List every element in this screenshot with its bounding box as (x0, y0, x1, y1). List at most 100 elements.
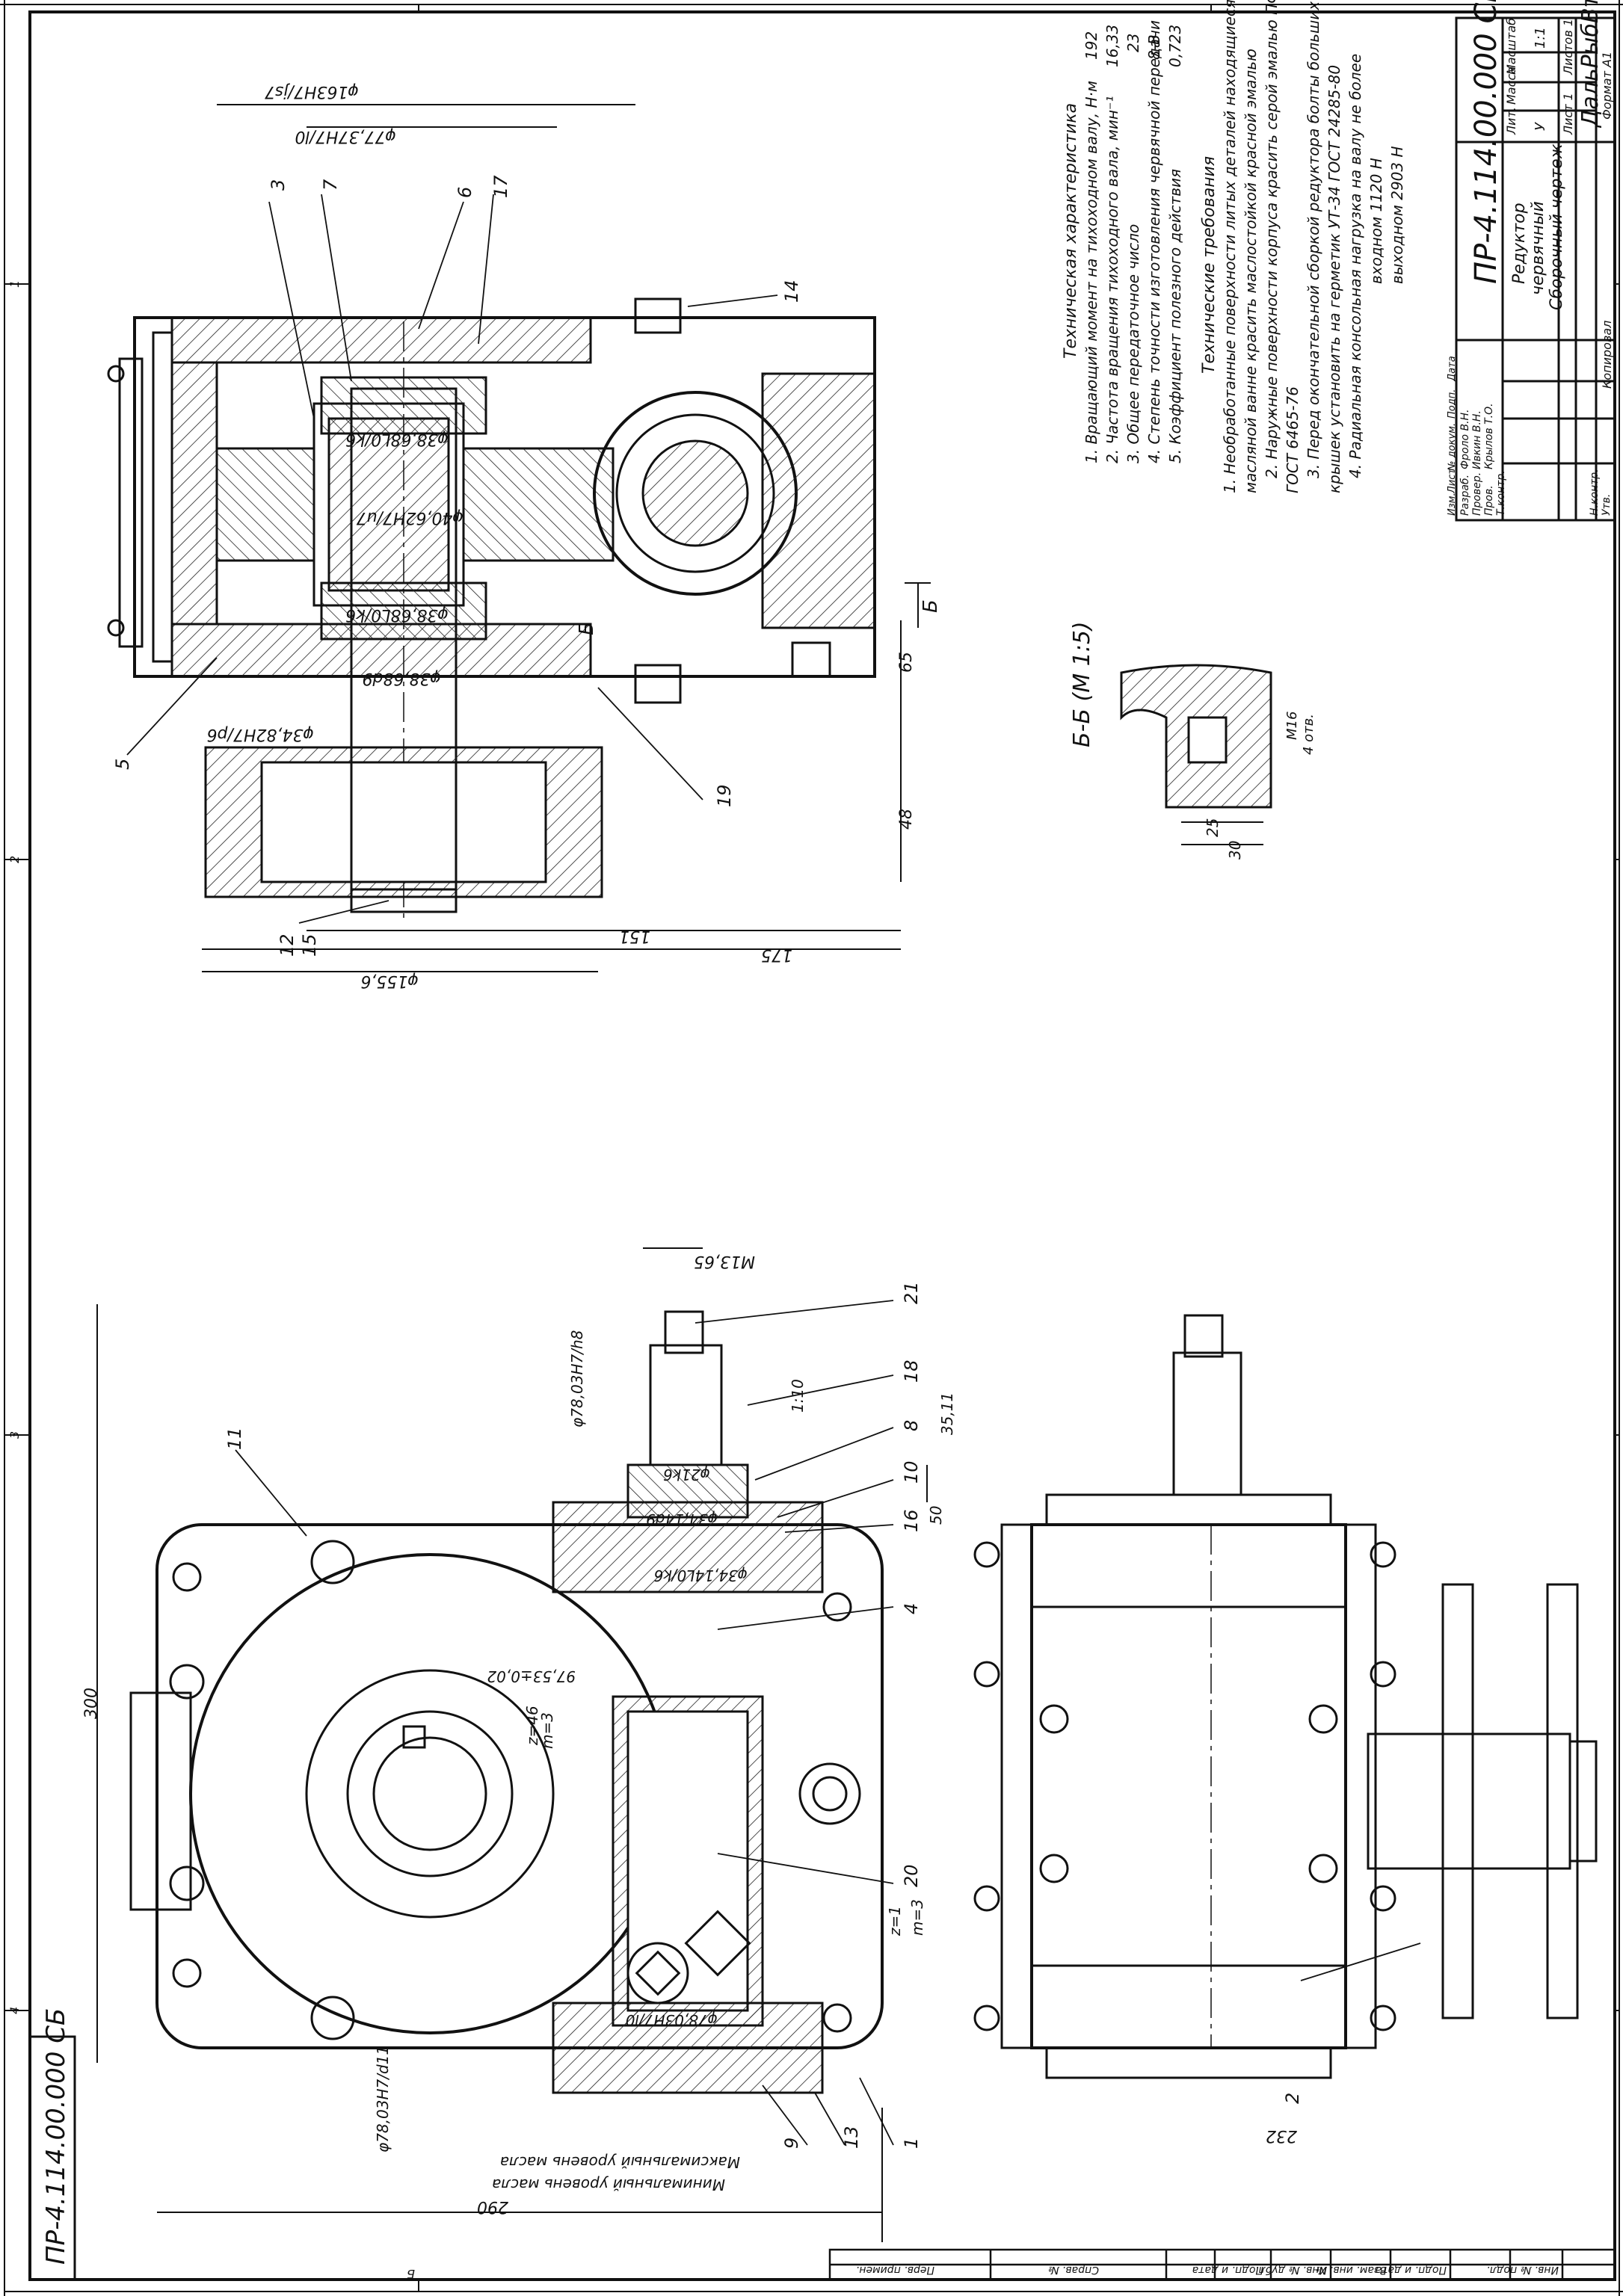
format-label: Формат А1 (1600, 51, 1614, 120)
person-role-5: Н.контр. (1589, 469, 1601, 516)
title-line-3: Сборочный чертеж (1547, 144, 1566, 310)
header-litera: Лит. (1504, 107, 1518, 135)
tech-req-3: 2. Наружные поверхности корпуса красить … (1263, 0, 1281, 478)
strip-label-7: Инв. № подл. (1486, 2264, 1559, 2276)
dim-bottom-12: φ78,03H7/d11 (374, 2045, 392, 2152)
dim-top-7: φ34,82H7/p6 (206, 725, 314, 744)
callout-19: 19 (714, 784, 735, 807)
side-view-bolts (973, 1541, 1396, 2031)
callout-21: 21 (901, 1281, 922, 1304)
callout-13: 13 (841, 2126, 862, 2149)
sheet-number: Лист 1 (1561, 93, 1575, 135)
tech-char-3: 3. Общее передаточное число (1124, 223, 1142, 463)
side-view (973, 1314, 1598, 2079)
block-role-5: Дата (1447, 356, 1458, 381)
scale-value: 1:1 (1533, 27, 1548, 49)
dim-top-8: φ155,6 (360, 972, 419, 990)
person-role-3: Пров. (1483, 485, 1495, 516)
dim-bottom-8: m=3 (538, 1712, 556, 1749)
margin-designation-box (28, 2035, 76, 2281)
block-role-2: Лист (1447, 469, 1458, 493)
block-role-4: Подп. (1447, 389, 1458, 419)
dim-top-12: 175 (761, 945, 792, 964)
person-role-1: Разраб. (1459, 474, 1471, 516)
callout-18: 18 (901, 1360, 922, 1383)
callout-20: 20 (901, 1864, 922, 1887)
callout-2: 2 (1282, 2092, 1303, 2104)
dim-bottom-17: 290 (477, 2197, 508, 2216)
dim-bottom-18: 232 (1266, 2126, 1297, 2145)
dim-bottom-3: φ21k6 (663, 1466, 710, 1484)
title-line-1: Редуктор (1510, 203, 1529, 284)
section-mark-1: Б (576, 622, 598, 635)
dim-top-10: 48 (897, 809, 916, 830)
callout-3: 3 (268, 179, 289, 191)
zone-2: 2 (7, 855, 22, 863)
callout-17: 17 (490, 175, 511, 198)
section-b-detail (1120, 664, 1272, 845)
callout-11: 11 (224, 1427, 245, 1450)
margin-designation: ПР-4.114.00.000 СБ (41, 2008, 71, 2265)
callout-4: 4 (901, 1602, 922, 1614)
strip-label-1: Перв. примен. (855, 2264, 934, 2276)
dim-bottom-15: 1:10 (789, 1379, 807, 1413)
tech-char-2: 2. Частота вращения тихоходного вала, ми… (1103, 96, 1121, 463)
callout-15: 15 (299, 933, 320, 957)
tech-char-value-4: 8-В (1145, 34, 1163, 60)
person-role-6: Утв. (1601, 493, 1613, 516)
dim-top-3: φ40,62H7/u7 (356, 508, 464, 527)
top-dimension-lines (202, 104, 931, 972)
tech-req-5: 3. Перед окончательной сборкой редуктора… (1305, 1, 1322, 478)
tech-req-6: крышек установить на герметик УТ-34 ГОСТ… (1325, 64, 1343, 493)
zone-1: 1 (7, 280, 22, 288)
dim-top-5: φ38,68L0/k6 (345, 605, 449, 624)
oil-level-max: Максимальный уровень масла (499, 2153, 740, 2171)
dim-bottom-1: М13,65 (694, 1252, 755, 1271)
tech-req-7: 4. Радиальная консольная нагрузка на вал… (1346, 53, 1364, 478)
tech-char-value-3: 23 (1124, 33, 1142, 52)
bottom-archive-strip (828, 2248, 1616, 2281)
tech-char-value-2: 16,33 (1103, 24, 1121, 67)
strip-label-2: Справ. № (1047, 2264, 1099, 2276)
tech-req-1: 1. Необработанные поверхности литых дета… (1221, 0, 1239, 493)
tech-char-value-5: 0,723 (1166, 24, 1184, 67)
block-role-1: Изм. (1447, 493, 1458, 516)
tech-char-value-1: 192 (1082, 31, 1100, 60)
dim-bottom-16: 300 (82, 1688, 101, 1719)
person-role-4: Т.контр. (1495, 470, 1507, 516)
callout-12: 12 (277, 933, 298, 957)
litera-value: У (1533, 123, 1548, 131)
callout-7: 7 (320, 179, 341, 191)
section-mark-2: Б (920, 599, 942, 613)
dim-top-2: φ77,37H7/l0 (295, 127, 396, 146)
person-name-1: Фроло В.Н. (1459, 409, 1471, 470)
strip-label-3: Подп. и дата (1192, 2264, 1263, 2276)
dim-bottom-10: m=3 (908, 1899, 926, 1936)
callout-10: 10 (901, 1460, 922, 1484)
front-view (129, 1310, 884, 2094)
section-thread: М16 (1284, 711, 1300, 740)
title-block (1455, 16, 1616, 522)
tech-char-1: 1. Вращающий момент на тихоходном валу, … (1082, 81, 1100, 463)
section-view-label: Б-Б (М 1:5) (1069, 621, 1095, 747)
tech-req-2: масляной ванне красить маслостойкой крас… (1242, 49, 1260, 493)
person-name-3: Крылов Т.О. (1483, 403, 1495, 469)
section-dim-25: 25 (1204, 818, 1222, 837)
strip-label-6: Подп. и дата (1375, 2264, 1447, 2276)
dim-bottom-11: φ78,03H7/l0 (625, 2011, 718, 2029)
header-scale: Масштаб (1504, 17, 1518, 75)
zone-a: А (1209, 0, 1217, 1)
zone-3: 3 (7, 1431, 22, 1439)
dim-bottom-5: φ34,14L0/k6 (653, 1567, 748, 1584)
zone-4: 4 (7, 2006, 22, 2014)
section-holes: 4 отв. (1301, 713, 1316, 755)
dim-bottom-13: 35,11 (938, 1392, 956, 1435)
tech-req-heading: Технические требования (1200, 155, 1219, 374)
callout-9: 9 (781, 2137, 802, 2149)
callout-1: 1 (901, 2137, 922, 2149)
section-dim-30: 30 (1226, 840, 1244, 860)
top-section-view (107, 297, 876, 919)
callout-14: 14 (781, 280, 802, 303)
person-name-2: Ивкин В.Н. (1471, 410, 1483, 469)
